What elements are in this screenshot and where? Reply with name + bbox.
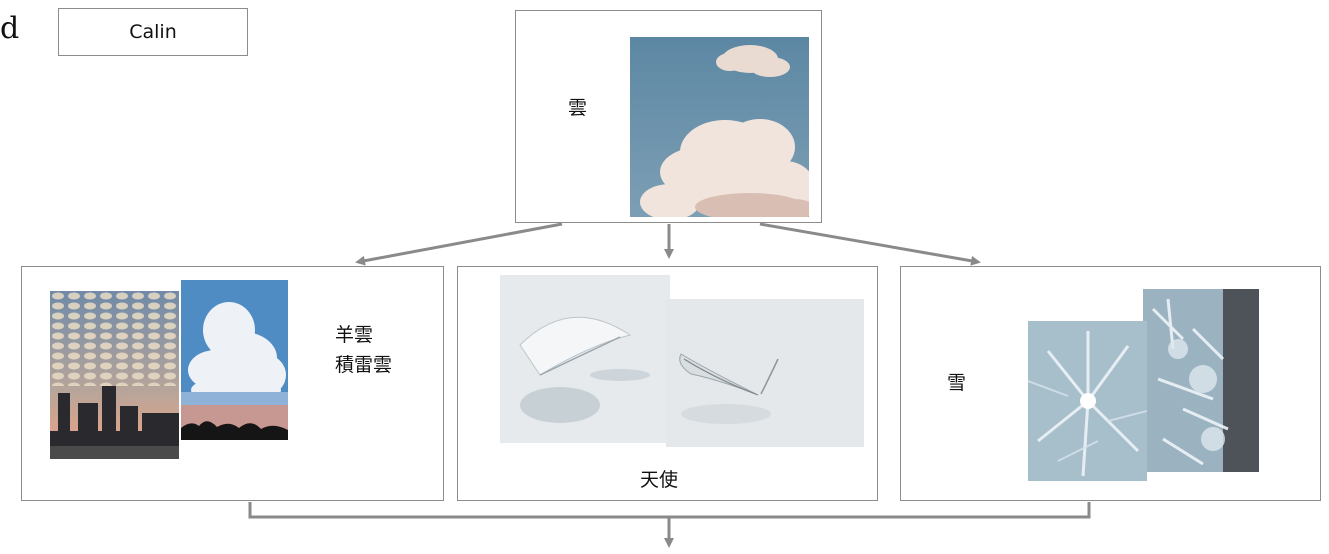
top-concept-box: 雲 <box>515 10 822 223</box>
arrow-to-right <box>759 222 981 266</box>
ice-crystals-photo <box>1028 321 1147 481</box>
cumulonimbus-photo <box>181 280 288 440</box>
child-3-word: 雪 <box>947 372 967 394</box>
child-box-1: 羊雲 積雷雲 <box>21 266 444 501</box>
child-2-word: 天使 <box>640 469 679 491</box>
top-concept-word: 雲 <box>568 97 588 119</box>
bottom-bracket <box>248 502 1091 519</box>
feather-photo <box>500 275 670 443</box>
participant-name: Calin <box>129 21 177 43</box>
child-1-word-2: 積雷雲 <box>335 354 393 376</box>
clouds-photo <box>630 37 809 217</box>
participant-name-box: Calin <box>58 8 248 56</box>
child-box-2: 天使 <box>457 266 878 501</box>
child-box-3: 雪 <box>900 266 1321 501</box>
altocumulus-city-photo <box>50 291 179 459</box>
panel-letter: d <box>0 11 20 46</box>
frost-photo <box>1143 289 1259 472</box>
arrow-to-left <box>355 222 563 266</box>
feather-reflection-photo <box>666 299 864 447</box>
child-1-word-1: 羊雲 <box>335 324 374 346</box>
